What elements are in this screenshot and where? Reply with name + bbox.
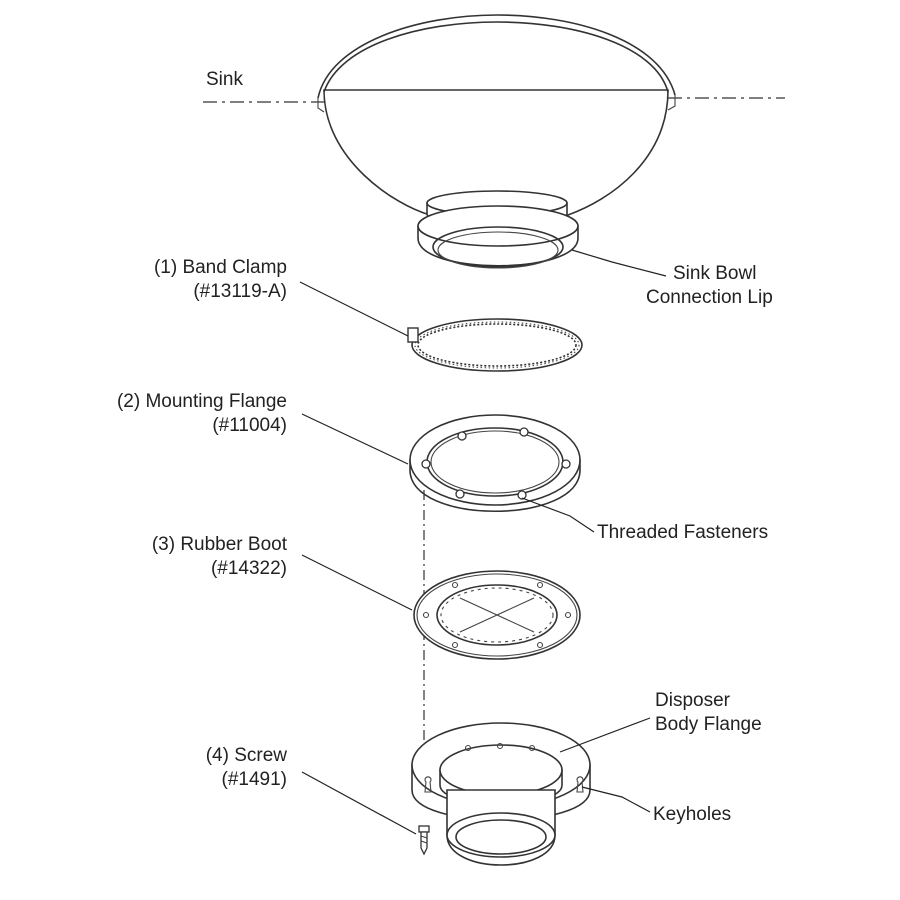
sink-bowl-connection-lip: [417, 190, 579, 269]
disposer-flange-holes: [464, 742, 536, 752]
mounting-flange-label-line1: (2) Mounting Flange: [116, 391, 287, 412]
sink-bowl-lip-label-line2: Connection Lip: [646, 287, 773, 308]
rubber-boot: [413, 570, 581, 660]
band-clamp-label-line1: (1) Band Clamp: [153, 257, 287, 278]
leader-sink-bowl-lip: [571, 249, 667, 277]
keyholes: [424, 776, 584, 793]
threaded-fasteners: [421, 427, 571, 500]
disposer-body-flange: [411, 722, 591, 866]
band-clamp: [407, 318, 583, 372]
mounting-flange: [409, 414, 581, 512]
sink-label: Sink: [206, 69, 243, 90]
sink-bowl-lip-label-line1: Sink Bowl: [673, 263, 757, 284]
band-clamp-screw-housing: [407, 327, 419, 343]
keyholes-label: Keyholes: [653, 804, 732, 825]
leader-rubber-boot: [301, 554, 413, 611]
rubber-boot-holes: [422, 581, 572, 649]
sink-bowl: [203, 14, 785, 269]
disposer-body-flange-label-line1: Disposer: [655, 690, 730, 711]
leader-threaded-fasteners: [521, 497, 595, 533]
band-clamp-label-line2: (#13119-A): [193, 281, 287, 302]
rubber-boot-label-line2: (#14322): [210, 558, 287, 579]
screw-label-line2: (#1491): [221, 769, 288, 790]
leader-band-clamp: [299, 281, 409, 337]
disposer-body-flange-label-line2: Body Flange: [655, 714, 762, 735]
leader-disposer-body-flange: [559, 717, 651, 753]
leader-keyholes: [581, 786, 651, 813]
screw: [418, 825, 430, 856]
threaded-fasteners-label: Threaded Fasteners: [597, 522, 769, 543]
leader-screw: [301, 771, 417, 835]
screw-label-line1: (4) Screw: [205, 745, 287, 766]
mounting-flange-label-line2: (#11004): [212, 415, 287, 436]
rubber-boot-label-line1: (3) Rubber Boot: [151, 534, 287, 555]
leader-mounting-flange: [301, 413, 409, 465]
